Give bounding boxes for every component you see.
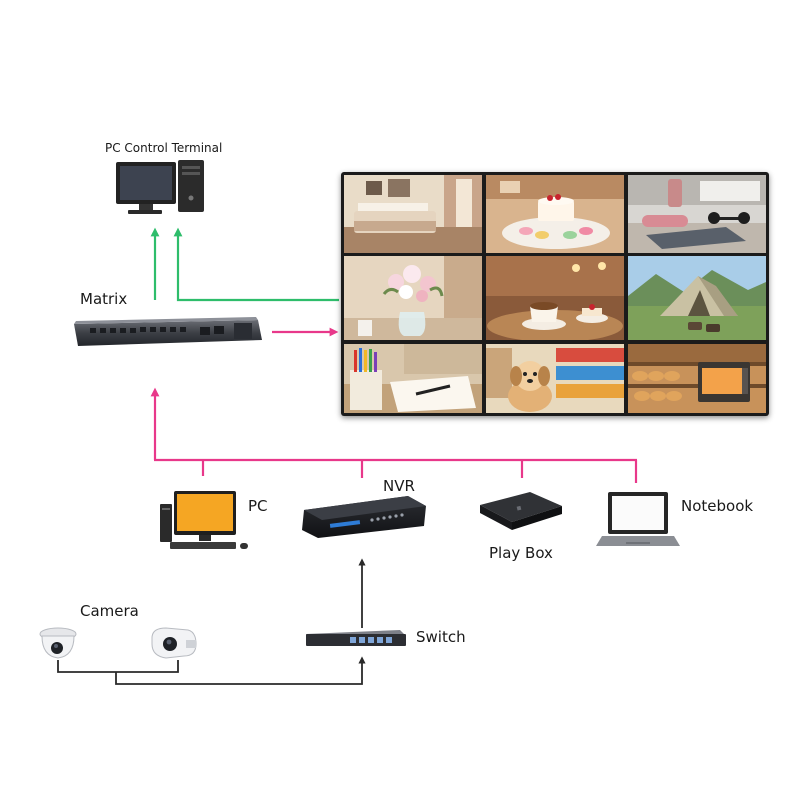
black-line-cameras-joint — [57, 660, 179, 673]
pc-illustration — [160, 491, 248, 549]
dome-camera-illustration — [39, 627, 77, 659]
notebook-base — [596, 536, 680, 546]
switch-label: Switch — [416, 628, 466, 646]
svg-text:■: ■ — [516, 505, 522, 512]
pc-control-terminal-label: PC Control Terminal — [105, 141, 223, 155]
video-tile-camping-tent — [628, 256, 766, 340]
video-tile-bedroom — [344, 175, 482, 253]
notebook-illustration — [596, 492, 680, 546]
notebook-label: Notebook — [681, 497, 754, 515]
pc-mouse — [240, 543, 248, 549]
camera-label: Camera — [80, 602, 139, 620]
video-wall — [341, 172, 769, 416]
notebook-screen — [612, 496, 664, 530]
video-tile-puppy-store — [486, 344, 624, 413]
pc-screen — [177, 494, 233, 531]
pc-tower — [160, 504, 172, 542]
bullet-camera-illustration — [151, 627, 197, 659]
video-tile-bakery-oven — [628, 344, 766, 413]
pc-control-terminal-illustration — [116, 160, 204, 214]
play-box-label: Play Box — [489, 544, 553, 562]
video-tile-gym-dumbbells — [628, 175, 766, 253]
video-tile-flower-vase — [344, 256, 482, 340]
green-connection-lines — [150, 227, 339, 302]
switch-illustration — [306, 630, 406, 646]
video-tile-stationery — [344, 344, 482, 413]
video-tile-cake-macarons — [486, 175, 624, 253]
play-box-top — [480, 492, 562, 522]
matrix-label: Matrix — [80, 290, 128, 308]
pc-keyboard — [170, 542, 236, 549]
green-line-2 — [173, 227, 339, 302]
matrix-device-illustration — [74, 317, 262, 346]
pink-source-bus — [150, 387, 638, 483]
black-line-cameras-to-switch — [115, 656, 366, 685]
pc-label: PC — [248, 497, 268, 515]
video-tile-cafe-coffee — [486, 256, 624, 340]
black-connection-lines — [57, 558, 366, 685]
play-box-illustration: ■ — [480, 492, 562, 530]
nvr-illustration — [302, 496, 426, 538]
nvr-label: NVR — [383, 477, 415, 495]
